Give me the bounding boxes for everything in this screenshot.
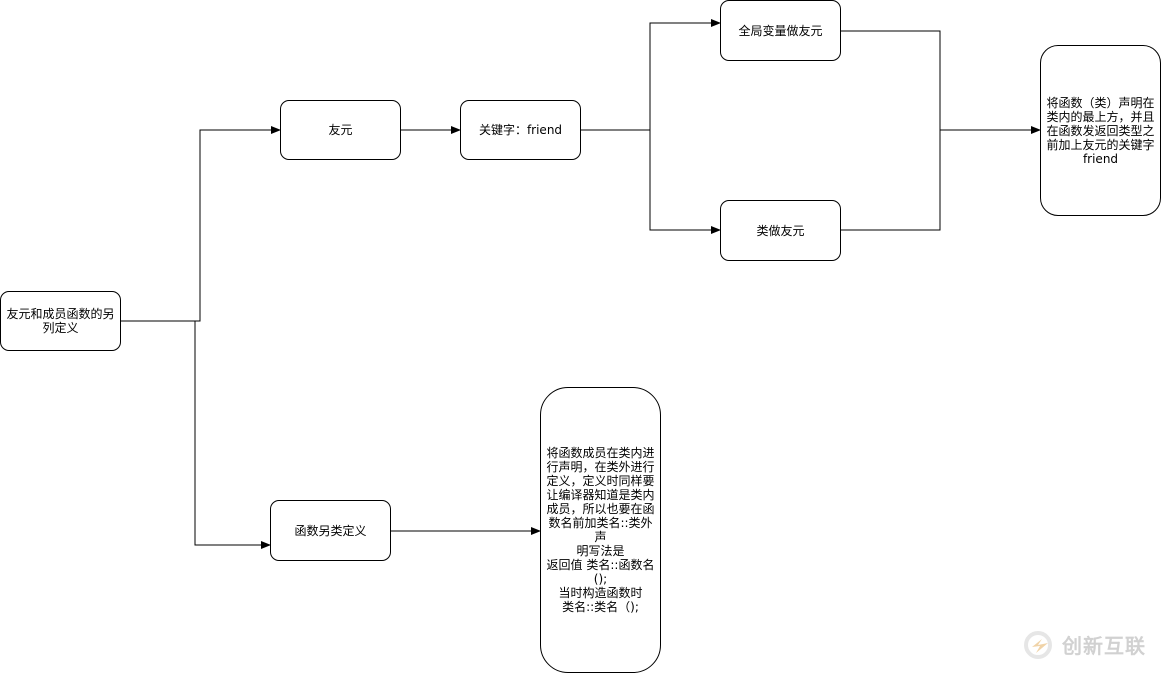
keyword-node: 关键字：friend	[460, 100, 581, 160]
friend-node: 友元	[280, 100, 401, 160]
watermark-logo-icon	[1024, 630, 1052, 659]
member-definition-node: 函数另类定义	[270, 500, 391, 561]
root-node: 友元和成员函数的另 列定义	[0, 291, 121, 351]
watermark: 创新互联	[1024, 630, 1146, 659]
friend-description-node: 将函数（类）声明在 类内的最上方，并且 在函数发返回类型之 前加上友元的关键字 …	[1040, 45, 1161, 216]
edge-keyword-to-global	[580, 19, 721, 131]
class-friend-node: 类做友元	[720, 200, 841, 261]
edge-class-to-desc	[840, 130, 941, 231]
edge-keyword-to-class	[580, 129, 721, 234]
member-description-node: 将函数成员在类内进 行声明，在类外进行 定义，定义时同样要 让编译器知道是类内 …	[540, 387, 661, 673]
edge-global-to-desc	[840, 30, 941, 130]
global-friend-node: 全局变量做友元	[720, 0, 841, 61]
watermark-text: 创新互联	[1062, 634, 1146, 658]
edge-root-to-friend	[120, 126, 281, 322]
edge-root-to-member-def	[120, 320, 271, 549]
